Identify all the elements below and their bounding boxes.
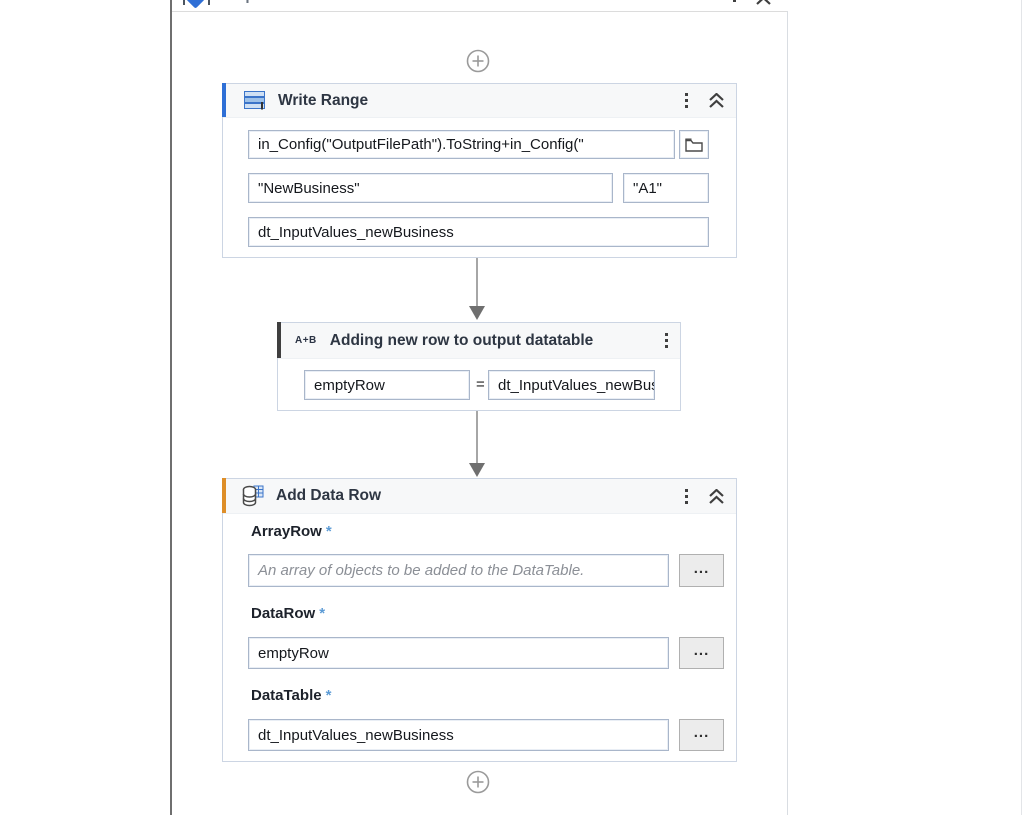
menu-icon[interactable]	[685, 489, 688, 504]
accent-bar	[222, 478, 226, 513]
collapse-icon[interactable]	[708, 488, 725, 504]
collapse-icon[interactable]	[708, 92, 725, 108]
datarow-input[interactable]: emptyRow	[248, 637, 669, 669]
menu-icon[interactable]	[733, 0, 736, 2]
sequence-icon	[208, 0, 210, 5]
arrayrow-label: ArrayRow*	[251, 523, 332, 540]
arrayrow-expression-button[interactable]: ...	[679, 554, 724, 587]
activity-title: Write Range	[278, 91, 369, 109]
panel-right-edge	[787, 11, 788, 815]
activity-title: Adding new row to output datatable	[329, 331, 594, 349]
assign-value-input[interactable]: dt_InputValues_newBusiness	[488, 370, 655, 400]
write-range-icon	[244, 91, 266, 110]
datatable-input[interactable]: dt_InputValues_newBusiness	[248, 217, 709, 247]
activity-title: Add Data Row	[276, 487, 382, 504]
sequence-icon	[186, 0, 205, 9]
assign-header[interactable]: A+B Adding new row to output datatable	[277, 322, 680, 359]
add-data-row-header[interactable]: Add Data Row	[222, 478, 736, 514]
sequence-icon	[183, 0, 185, 5]
connector-line	[476, 411, 478, 463]
add-data-row-icon	[242, 485, 265, 507]
datatable-expression-button[interactable]: ...	[679, 719, 724, 751]
browse-folder-button[interactable]	[679, 130, 709, 159]
arrayrow-input[interactable]: An array of objects to be added to the D…	[248, 554, 669, 587]
datarow-expression-button[interactable]: ...	[679, 637, 724, 669]
activity-add-data-row[interactable]: Add Data Row ArrayRow* An array of objec…	[222, 478, 737, 762]
equals-sign: =	[476, 376, 485, 393]
connector-arrow-icon	[469, 463, 485, 477]
sequence-header[interactable]: Sequence	[172, 0, 787, 12]
add-activity-button-bottom[interactable]	[466, 770, 490, 794]
plus-icon	[466, 49, 490, 73]
datarow-label: DataRow*	[251, 605, 326, 622]
assign-icon: A+B	[295, 335, 317, 346]
folder-icon	[685, 138, 703, 152]
connector-arrow-icon	[469, 306, 485, 320]
sheet-name-input[interactable]: "NewBusiness"	[248, 173, 613, 203]
add-activity-button-top[interactable]	[466, 49, 490, 73]
connector-line	[476, 258, 478, 306]
accent-bar	[222, 83, 226, 117]
collapse-icon[interactable]	[755, 0, 772, 5]
panel-left-edge	[170, 0, 172, 815]
menu-icon[interactable]	[665, 333, 668, 348]
activity-write-range[interactable]: Write Range in_Config("OutputFilePath").…	[222, 83, 737, 258]
datatable-label: DataTable*	[251, 687, 332, 704]
activity-assign[interactable]: A+B Adding new row to output datatable e…	[277, 322, 681, 411]
accent-bar	[277, 322, 281, 358]
assign-to-input[interactable]: emptyRow	[304, 370, 470, 400]
window-right-edge	[1021, 0, 1022, 815]
datatable-input[interactable]: dt_InputValues_newBusiness	[248, 719, 669, 751]
menu-icon[interactable]	[685, 93, 688, 108]
sequence-title: Sequence	[222, 0, 293, 4]
plus-icon	[466, 770, 490, 794]
write-range-header[interactable]: Write Range	[222, 83, 736, 118]
start-cell-input[interactable]: "A1"	[623, 173, 709, 203]
workbook-path-input[interactable]: in_Config("OutputFilePath").ToString+in_…	[248, 130, 675, 159]
